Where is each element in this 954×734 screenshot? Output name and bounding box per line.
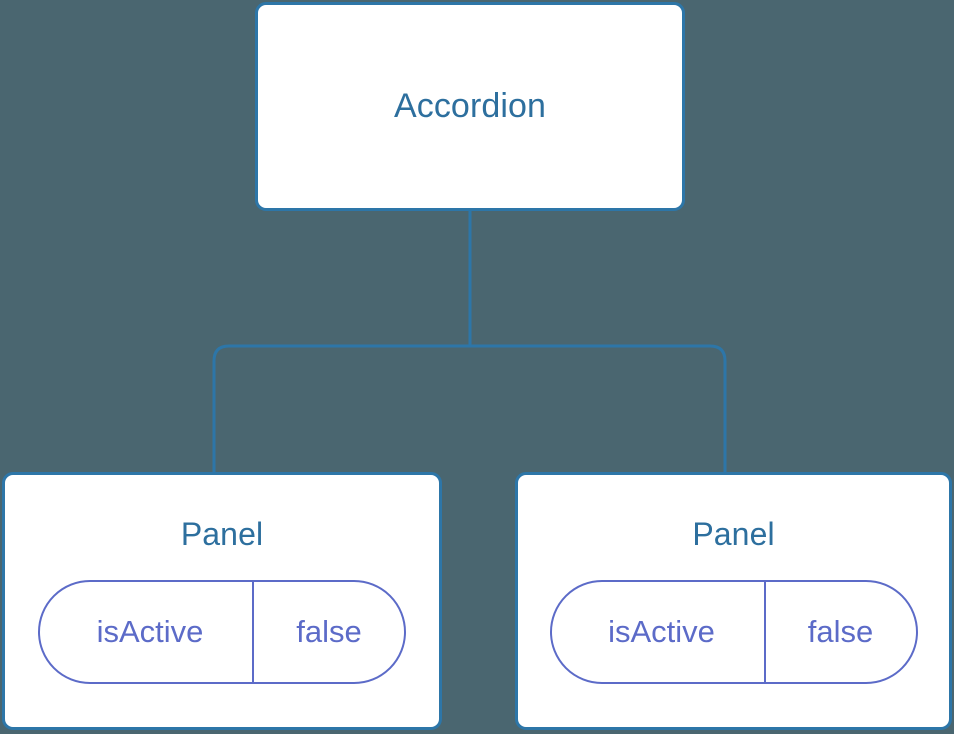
node-panel-left-title: Panel	[180, 516, 264, 552]
prop-value-label: false	[763, 582, 916, 683]
prop-pill-isactive-left[interactable]: isActive false	[38, 580, 406, 685]
prop-value-label: false	[252, 582, 404, 683]
node-panel-left[interactable]: Panel isActive false	[2, 472, 442, 730]
prop-key-label: isActive	[96, 614, 204, 650]
node-panel-right-title: Panel	[692, 516, 775, 552]
node-accordion[interactable]: Accordion	[255, 2, 685, 211]
connector-to-panel-right	[470, 344, 727, 474]
prop-key-label: isActive	[608, 614, 715, 650]
prop-pill-isactive-right[interactable]: isActive false	[549, 580, 918, 685]
node-accordion-title: Accordion	[393, 86, 547, 125]
node-panel-right[interactable]: Panel isActive false	[515, 472, 952, 730]
connector-to-panel-left	[212, 344, 470, 474]
